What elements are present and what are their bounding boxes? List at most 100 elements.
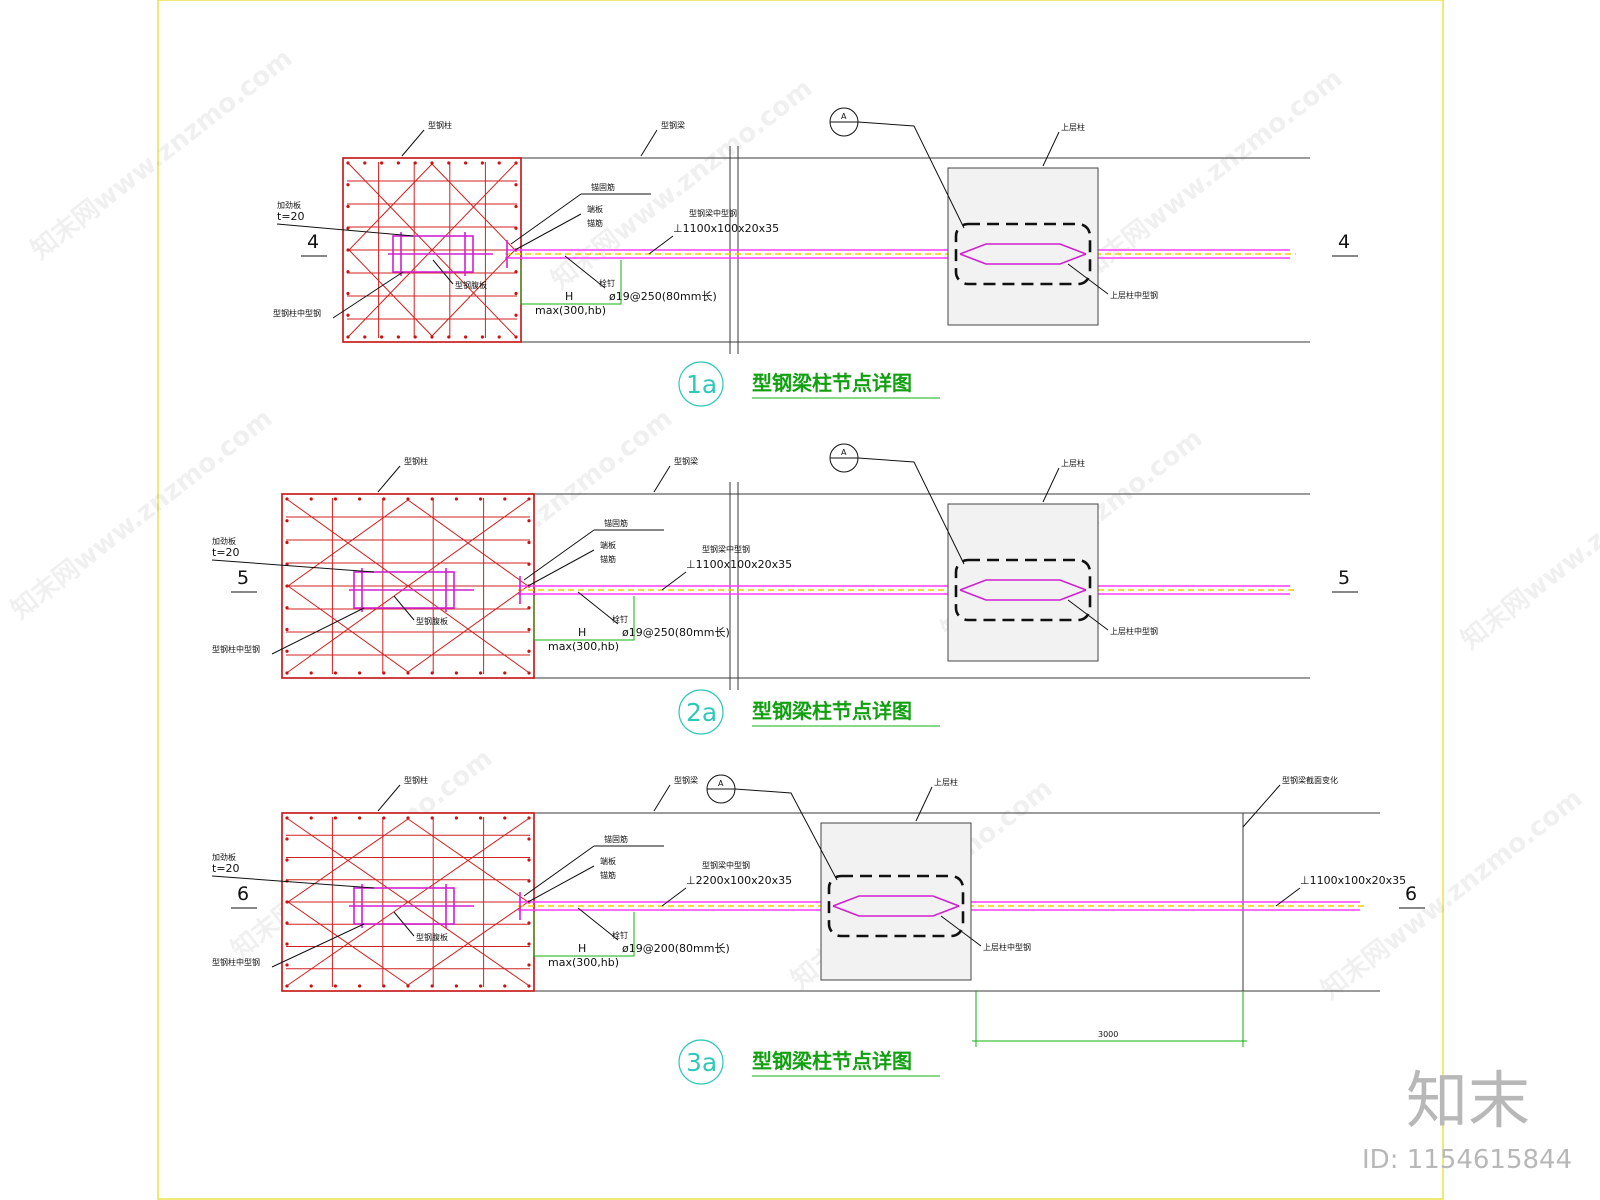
- rebar-dot: [527, 519, 531, 523]
- steel-web-leader: [432, 259, 454, 285]
- spec-label: ⊥1100x100x20x35: [673, 222, 779, 235]
- rebar-dot: [479, 671, 483, 675]
- rebar-dot: [396, 335, 400, 339]
- rebar-dot: [480, 335, 484, 339]
- spec-label-2: ⊥1100x100x20x35: [1300, 874, 1406, 887]
- callout-mark: A: [841, 112, 847, 121]
- upper-col-label: 上层柱: [1061, 122, 1085, 132]
- rebar-dot: [346, 183, 350, 187]
- rebar-dot: [285, 627, 289, 632]
- upper-col-steel-label: 上层柱中型钢: [983, 942, 1031, 952]
- title-number-circle: [678, 1039, 724, 1085]
- rebar-dot: [527, 921, 531, 925]
- rebar-dot: [497, 161, 501, 165]
- watermark-text-2: 知末网www.znzmo.com: [1076, 63, 1348, 285]
- rebar-dot: [406, 984, 410, 988]
- end-plate-label: 端板: [600, 540, 616, 550]
- upper-col-steel-label: 上层柱中型钢: [1110, 290, 1158, 300]
- rebar-dot: [380, 161, 384, 165]
- rebar-dot: [514, 183, 518, 187]
- rebar-dot: [527, 497, 531, 501]
- rebar-dot: [527, 627, 531, 632]
- upper-column-concrete: [947, 167, 1099, 326]
- rebar-dot: [514, 204, 518, 209]
- stiffener-leader: [211, 875, 375, 889]
- rebar-dot: [447, 335, 451, 339]
- rebar-dot: [358, 671, 362, 675]
- beam-end-leader: [1242, 784, 1281, 828]
- green-dimension: [533, 912, 635, 957]
- rebar-dot: [406, 671, 410, 675]
- callout-leader: [857, 121, 965, 229]
- rib-leader: [510, 193, 582, 245]
- rebar-dot: [479, 984, 483, 988]
- rebar-dot: [333, 497, 337, 501]
- h-label: H: [565, 290, 573, 303]
- stud-title: 栓钉: [612, 614, 628, 624]
- rebar-dot: [454, 497, 458, 501]
- rebar-dot: [514, 270, 518, 274]
- rib-label: 锚固筋: [591, 182, 615, 192]
- beam-embed-label: 型钢梁中型钢: [702, 860, 750, 870]
- steel-column-label: 型钢柱: [404, 456, 428, 466]
- rebar-dot: [430, 671, 434, 675]
- steel-web-label: 型钢腹板: [416, 932, 448, 942]
- beam-leader: [653, 784, 671, 812]
- rib-label: 锚固筋: [604, 834, 628, 844]
- section-mark-right: 5: [1338, 567, 1350, 589]
- upper-steel-leader: [1067, 599, 1109, 631]
- stiffener-label: 加劲板: [212, 536, 236, 546]
- rebar-dot: [527, 671, 531, 675]
- rebar-dot: [382, 671, 386, 675]
- stud-label: ø19@250(80mm长): [609, 290, 717, 303]
- rebar-dot: [514, 291, 518, 296]
- watermark-text-6: 知末网www.znzmo.com: [1456, 433, 1600, 655]
- stiffener-label: 加劲板: [212, 852, 236, 862]
- stud-title: 栓钉: [612, 930, 628, 940]
- steel-column-leader: [377, 465, 401, 493]
- rebar-dot: [480, 161, 484, 165]
- steel-web-label: 型钢腹板: [416, 616, 448, 626]
- rebar-dot: [527, 540, 531, 545]
- upper-steel-top: [959, 579, 1087, 591]
- steel-web-leader: [393, 911, 415, 937]
- rebar-dot: [503, 816, 507, 820]
- title-number-circle: [678, 689, 724, 735]
- rebar-dot: [447, 161, 451, 165]
- rebar-dot: [309, 497, 313, 501]
- rebar-dot: [285, 837, 289, 841]
- column-steel-leader: [332, 271, 404, 319]
- upper-col-label: 上层柱: [1061, 458, 1085, 468]
- upper-col-steel-label: 上层柱中型钢: [1110, 626, 1158, 636]
- rebar-dot: [514, 335, 518, 339]
- rebar-dot: [527, 984, 531, 988]
- green-dimension: [520, 260, 622, 305]
- rebar-dot: [333, 984, 337, 988]
- beam-leader: [653, 465, 671, 493]
- column-rebar-diagonal: [287, 818, 529, 986]
- rebar-dot: [285, 963, 289, 967]
- rebar-dot: [309, 671, 313, 675]
- rebar-dot: [503, 497, 507, 501]
- rebar-dot: [527, 879, 531, 883]
- thickness-label: t=20: [277, 210, 305, 223]
- max-label: max(300,hb): [548, 640, 619, 653]
- steel-column-label: 型钢柱: [404, 775, 428, 785]
- column-steel-leader: [271, 923, 365, 968]
- rebar-dot: [514, 313, 518, 317]
- rebar-dot: [285, 606, 289, 610]
- watermark-text-1: 知末网www.znzmo.com: [546, 73, 818, 295]
- stud-title: 栓钉: [599, 278, 615, 288]
- rebar-dot: [464, 335, 468, 339]
- beam-label: 型钢梁: [661, 120, 685, 130]
- rebar-dot: [382, 497, 386, 501]
- rebar-dot: [285, 540, 289, 545]
- anchor-label: 锚筋: [600, 554, 616, 564]
- upper-column-stirrup: [827, 874, 965, 938]
- detail-title: 型钢梁柱节点详图: [752, 371, 912, 395]
- rebar-dot: [413, 335, 417, 339]
- rebar-dot: [503, 671, 507, 675]
- title-number: 3a: [686, 1048, 717, 1077]
- column-steel-leader: [271, 607, 365, 655]
